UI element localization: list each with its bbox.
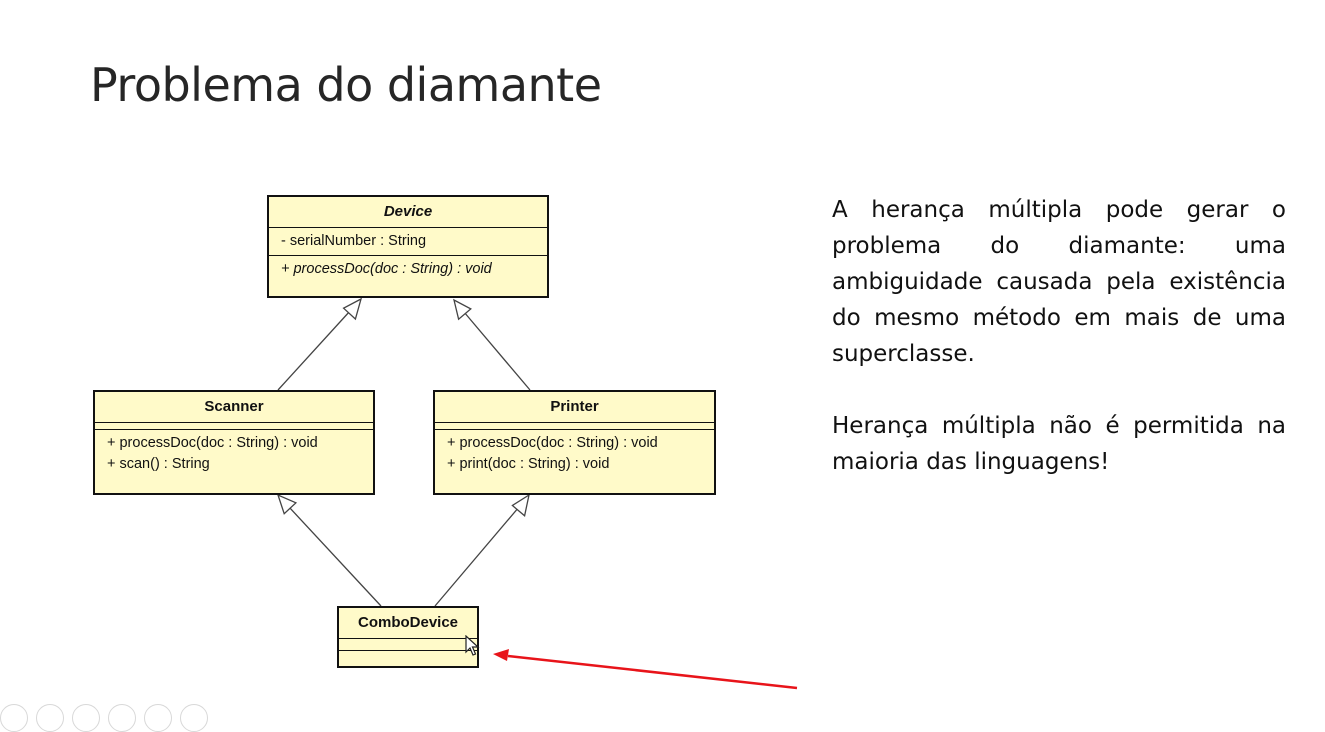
combo-to-scanner-arrowhead [276, 493, 298, 515]
device-attributes: - serialNumber : String [269, 228, 547, 256]
slide-navigation-dots [0, 704, 208, 732]
nav-dot[interactable] [72, 704, 100, 732]
printer-process-doc-method: + processDoc(doc : String) : void [447, 435, 658, 451]
combo-device-attributes [339, 639, 477, 651]
nav-dot[interactable] [180, 704, 208, 732]
combo-device-methods [339, 651, 477, 657]
printer-methods: + processDoc(doc : String) : void + prin… [435, 430, 714, 478]
scanner-scan-method: + scan() : String [107, 456, 210, 472]
scanner-to-device-arrowhead [342, 297, 363, 321]
printer-class-name: Printer [435, 392, 714, 423]
description-text: A herança múltipla pode gerar o problema… [832, 192, 1286, 516]
combo-to-printer-edge [434, 506, 520, 607]
scanner-class-name: Scanner [95, 392, 373, 423]
combo-to-printer-arrowhead [511, 493, 530, 517]
scanner-class[interactable]: Scanner + processDoc(doc : String) : voi… [93, 390, 375, 495]
inheritance-lines [276, 297, 798, 690]
scanner-methods: + processDoc(doc : String) : void + scan… [95, 430, 373, 478]
device-class-name: Device [269, 197, 547, 228]
printer-to-device-edge [463, 311, 531, 391]
serial-number-attribute: - serialNumber : String [281, 233, 427, 249]
device-process-doc-method: + processDoc(doc : String) : void [281, 261, 492, 277]
combo-device-class[interactable]: ComboDevice [337, 606, 479, 668]
device-class[interactable]: Device - serialNumber : String + process… [267, 195, 549, 298]
printer-attributes [435, 423, 714, 430]
scanner-to-device-edge [277, 310, 351, 391]
printer-class[interactable]: Printer + processDoc(doc : String) : voi… [433, 390, 716, 495]
scanner-attributes [95, 423, 373, 430]
annotation-arrow-line [507, 654, 798, 690]
nav-dot[interactable] [36, 704, 64, 732]
combo-device-class-name: ComboDevice [339, 608, 477, 639]
description-paragraph-diamond: A herança múltipla pode gerar o problema… [832, 197, 1286, 367]
slide-title: Problema do diamante [90, 58, 602, 112]
nav-dot[interactable] [108, 704, 136, 732]
annotation-arrowhead [493, 649, 509, 661]
combo-to-scanner-edge [288, 506, 382, 607]
description-paragraph-not-allowed: Herança múltipla não é permitida na maio… [832, 413, 1286, 475]
printer-to-device-arrowhead [453, 298, 472, 321]
nav-dot[interactable] [144, 704, 172, 732]
device-methods: + processDoc(doc : String) : void [269, 256, 547, 283]
printer-print-method: + print(doc : String) : void [447, 456, 610, 472]
nav-dot[interactable] [0, 704, 28, 732]
mouse-cursor-icon [465, 635, 480, 656]
scanner-process-doc-method: + processDoc(doc : String) : void [107, 435, 318, 451]
